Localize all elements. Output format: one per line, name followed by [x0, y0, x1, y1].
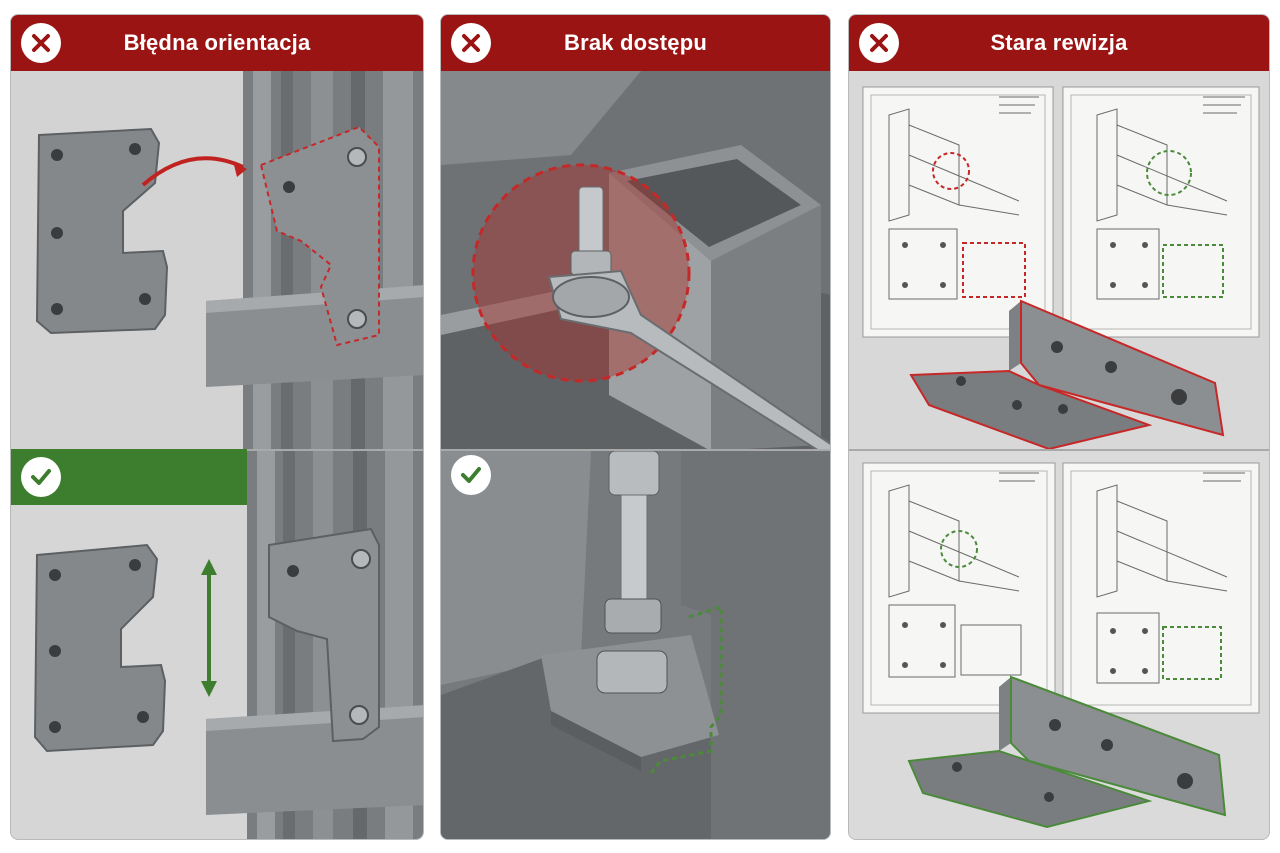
drawing-sheet-new-left	[862, 462, 1056, 714]
loose-plate-bottom	[33, 543, 167, 753]
drawing-sheet-old	[862, 86, 1054, 338]
check-icon	[451, 455, 491, 495]
revision-illustration	[849, 71, 1269, 839]
ok-banner	[11, 449, 247, 505]
panel-old-revision: Stara rewizja	[848, 14, 1270, 840]
panel-header: Stara rewizja	[849, 15, 1269, 71]
x-icon	[21, 23, 61, 63]
access-illustration	[441, 71, 830, 839]
x-icon	[859, 23, 899, 63]
drawing-sheet-new-top	[1062, 86, 1260, 338]
panel-header: Błędna orientacja	[11, 15, 423, 71]
bracket-old	[909, 299, 1225, 451]
panel-divider	[441, 449, 830, 451]
panel-no-access: Brak dostępu	[440, 14, 831, 840]
square-tube	[609, 145, 821, 451]
mounted-plate-wrong	[259, 125, 380, 347]
bolt-and-wrench-bottom	[596, 450, 668, 694]
panel-header: Brak dostępu	[441, 15, 830, 71]
bracket-new	[907, 675, 1227, 829]
x-icon	[451, 23, 491, 63]
panel-title: Brak dostępu	[564, 30, 707, 55]
orientation-illustration	[11, 71, 423, 839]
panel-wrong-orientation: Błędna orientacja	[10, 14, 424, 840]
bolt-and-wrench-top	[547, 186, 830, 459]
mounted-plate-correct	[268, 527, 380, 743]
panel-title: Stara rewizja	[990, 30, 1128, 55]
check-icon	[21, 457, 61, 497]
drawing-sheet-new-right	[1062, 462, 1260, 714]
loose-plate-top	[35, 127, 169, 335]
panel-divider	[849, 449, 1269, 451]
panel-title: Błędna orientacja	[123, 30, 311, 55]
